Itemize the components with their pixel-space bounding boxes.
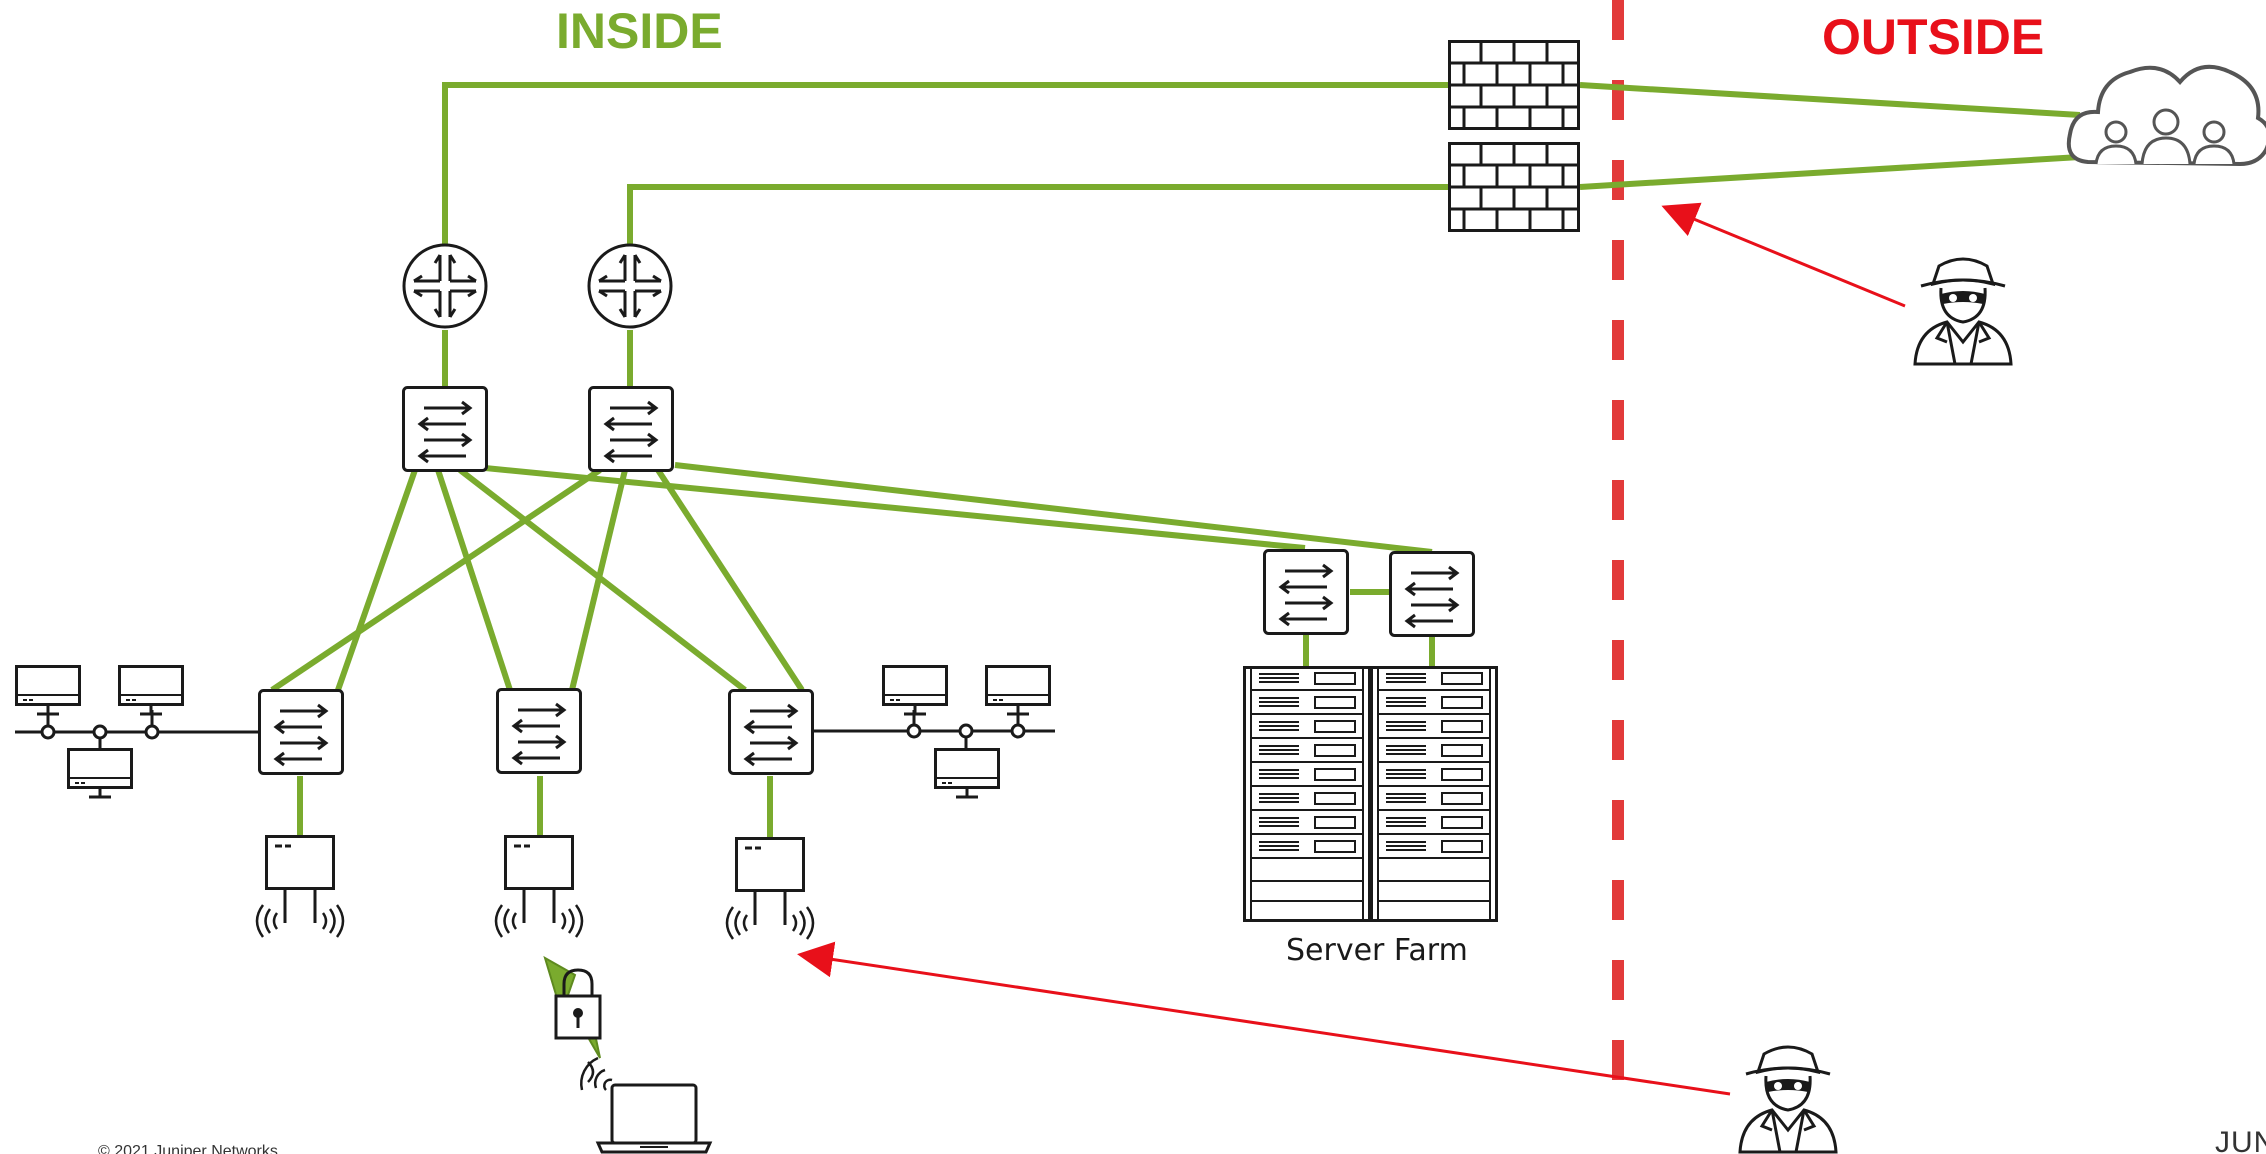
server-rack-icon bbox=[1370, 666, 1498, 922]
firewall-icon bbox=[1448, 40, 1580, 130]
switch-icon bbox=[496, 688, 582, 774]
hacker-icon bbox=[1913, 257, 2013, 366]
attack-arrow-firewall bbox=[1661, 202, 1906, 308]
access-point-icon bbox=[255, 835, 345, 939]
computer-icon bbox=[985, 665, 1051, 716]
computer-icon bbox=[934, 748, 1000, 799]
laptop-icon bbox=[580, 1056, 713, 1154]
right-lan-bus bbox=[814, 710, 1055, 750]
computer-icon bbox=[882, 665, 948, 716]
computer-icon bbox=[118, 665, 184, 716]
computer-icon bbox=[15, 665, 81, 716]
server-rack-icon bbox=[1243, 666, 1371, 922]
inside-label: INSIDE bbox=[556, 3, 723, 59]
cloud-users-icon bbox=[2066, 64, 2266, 167]
outside-label: OUTSIDE bbox=[1822, 9, 2044, 65]
switch-icon bbox=[588, 386, 674, 472]
router-icon bbox=[587, 243, 673, 329]
attack-arrow-wireless bbox=[797, 941, 1731, 1096]
lock-icon bbox=[554, 968, 602, 1040]
router-icon bbox=[402, 243, 488, 329]
copyright-text: © 2021 Juniper Networks bbox=[98, 1143, 278, 1154]
switch-icon bbox=[1263, 549, 1349, 635]
switch-icon bbox=[1389, 551, 1475, 637]
firewall-icon bbox=[1448, 142, 1580, 232]
left-lan-bus bbox=[15, 710, 258, 750]
switch-icon bbox=[258, 689, 344, 775]
brand-logo-text: JUNI bbox=[2215, 1126, 2266, 1154]
network-links bbox=[270, 82, 2081, 838]
server-farm-label: Server Farm bbox=[1286, 933, 1468, 968]
switch-icon bbox=[728, 689, 814, 775]
hacker-icon bbox=[1738, 1045, 1838, 1154]
computer-icon bbox=[67, 748, 133, 799]
access-point-icon bbox=[494, 835, 584, 939]
switch-icon bbox=[402, 386, 488, 472]
access-point-icon bbox=[725, 837, 815, 941]
